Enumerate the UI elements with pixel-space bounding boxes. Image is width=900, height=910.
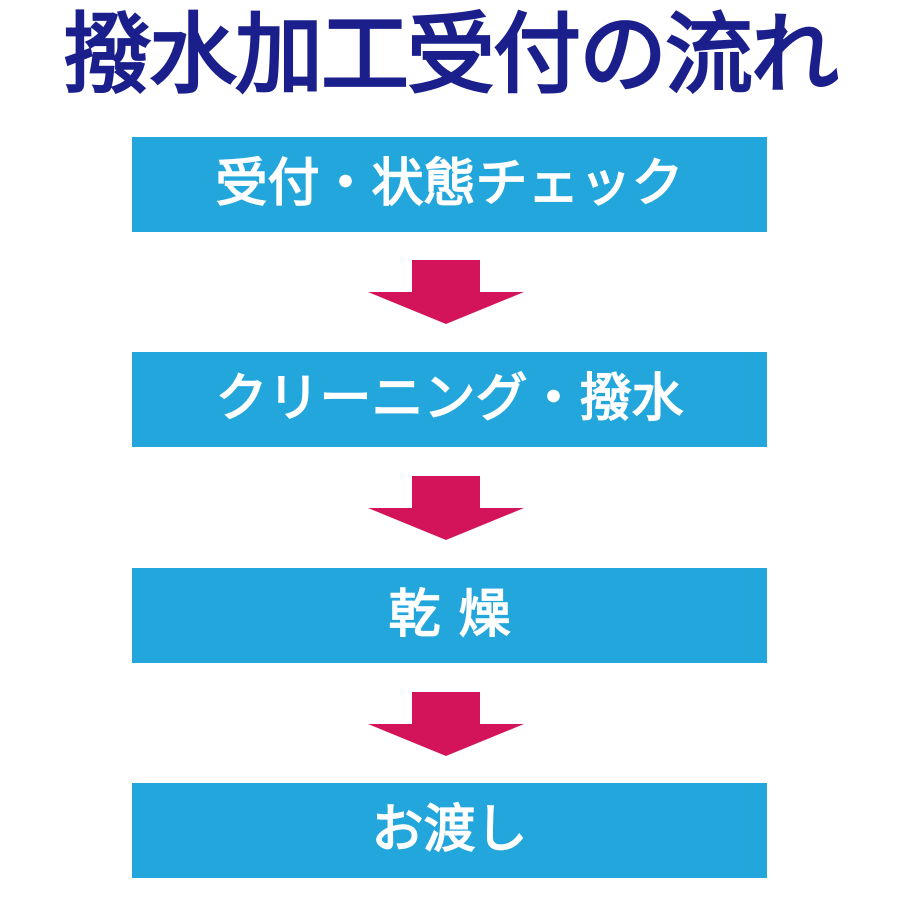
flow-step-handover: お渡し <box>132 783 767 878</box>
flow-step-drying: 乾 燥 <box>132 568 767 663</box>
page-title: 撥水加工受付の流れ <box>62 3 839 106</box>
flow-step-reception: 受付・状態チェック <box>132 137 767 232</box>
arrow-down-icon <box>368 476 524 540</box>
arrow-down-icon <box>368 692 524 756</box>
flow-step-cleaning: クリーニング・撥水 <box>132 352 767 447</box>
arrow-down-icon <box>368 260 524 324</box>
